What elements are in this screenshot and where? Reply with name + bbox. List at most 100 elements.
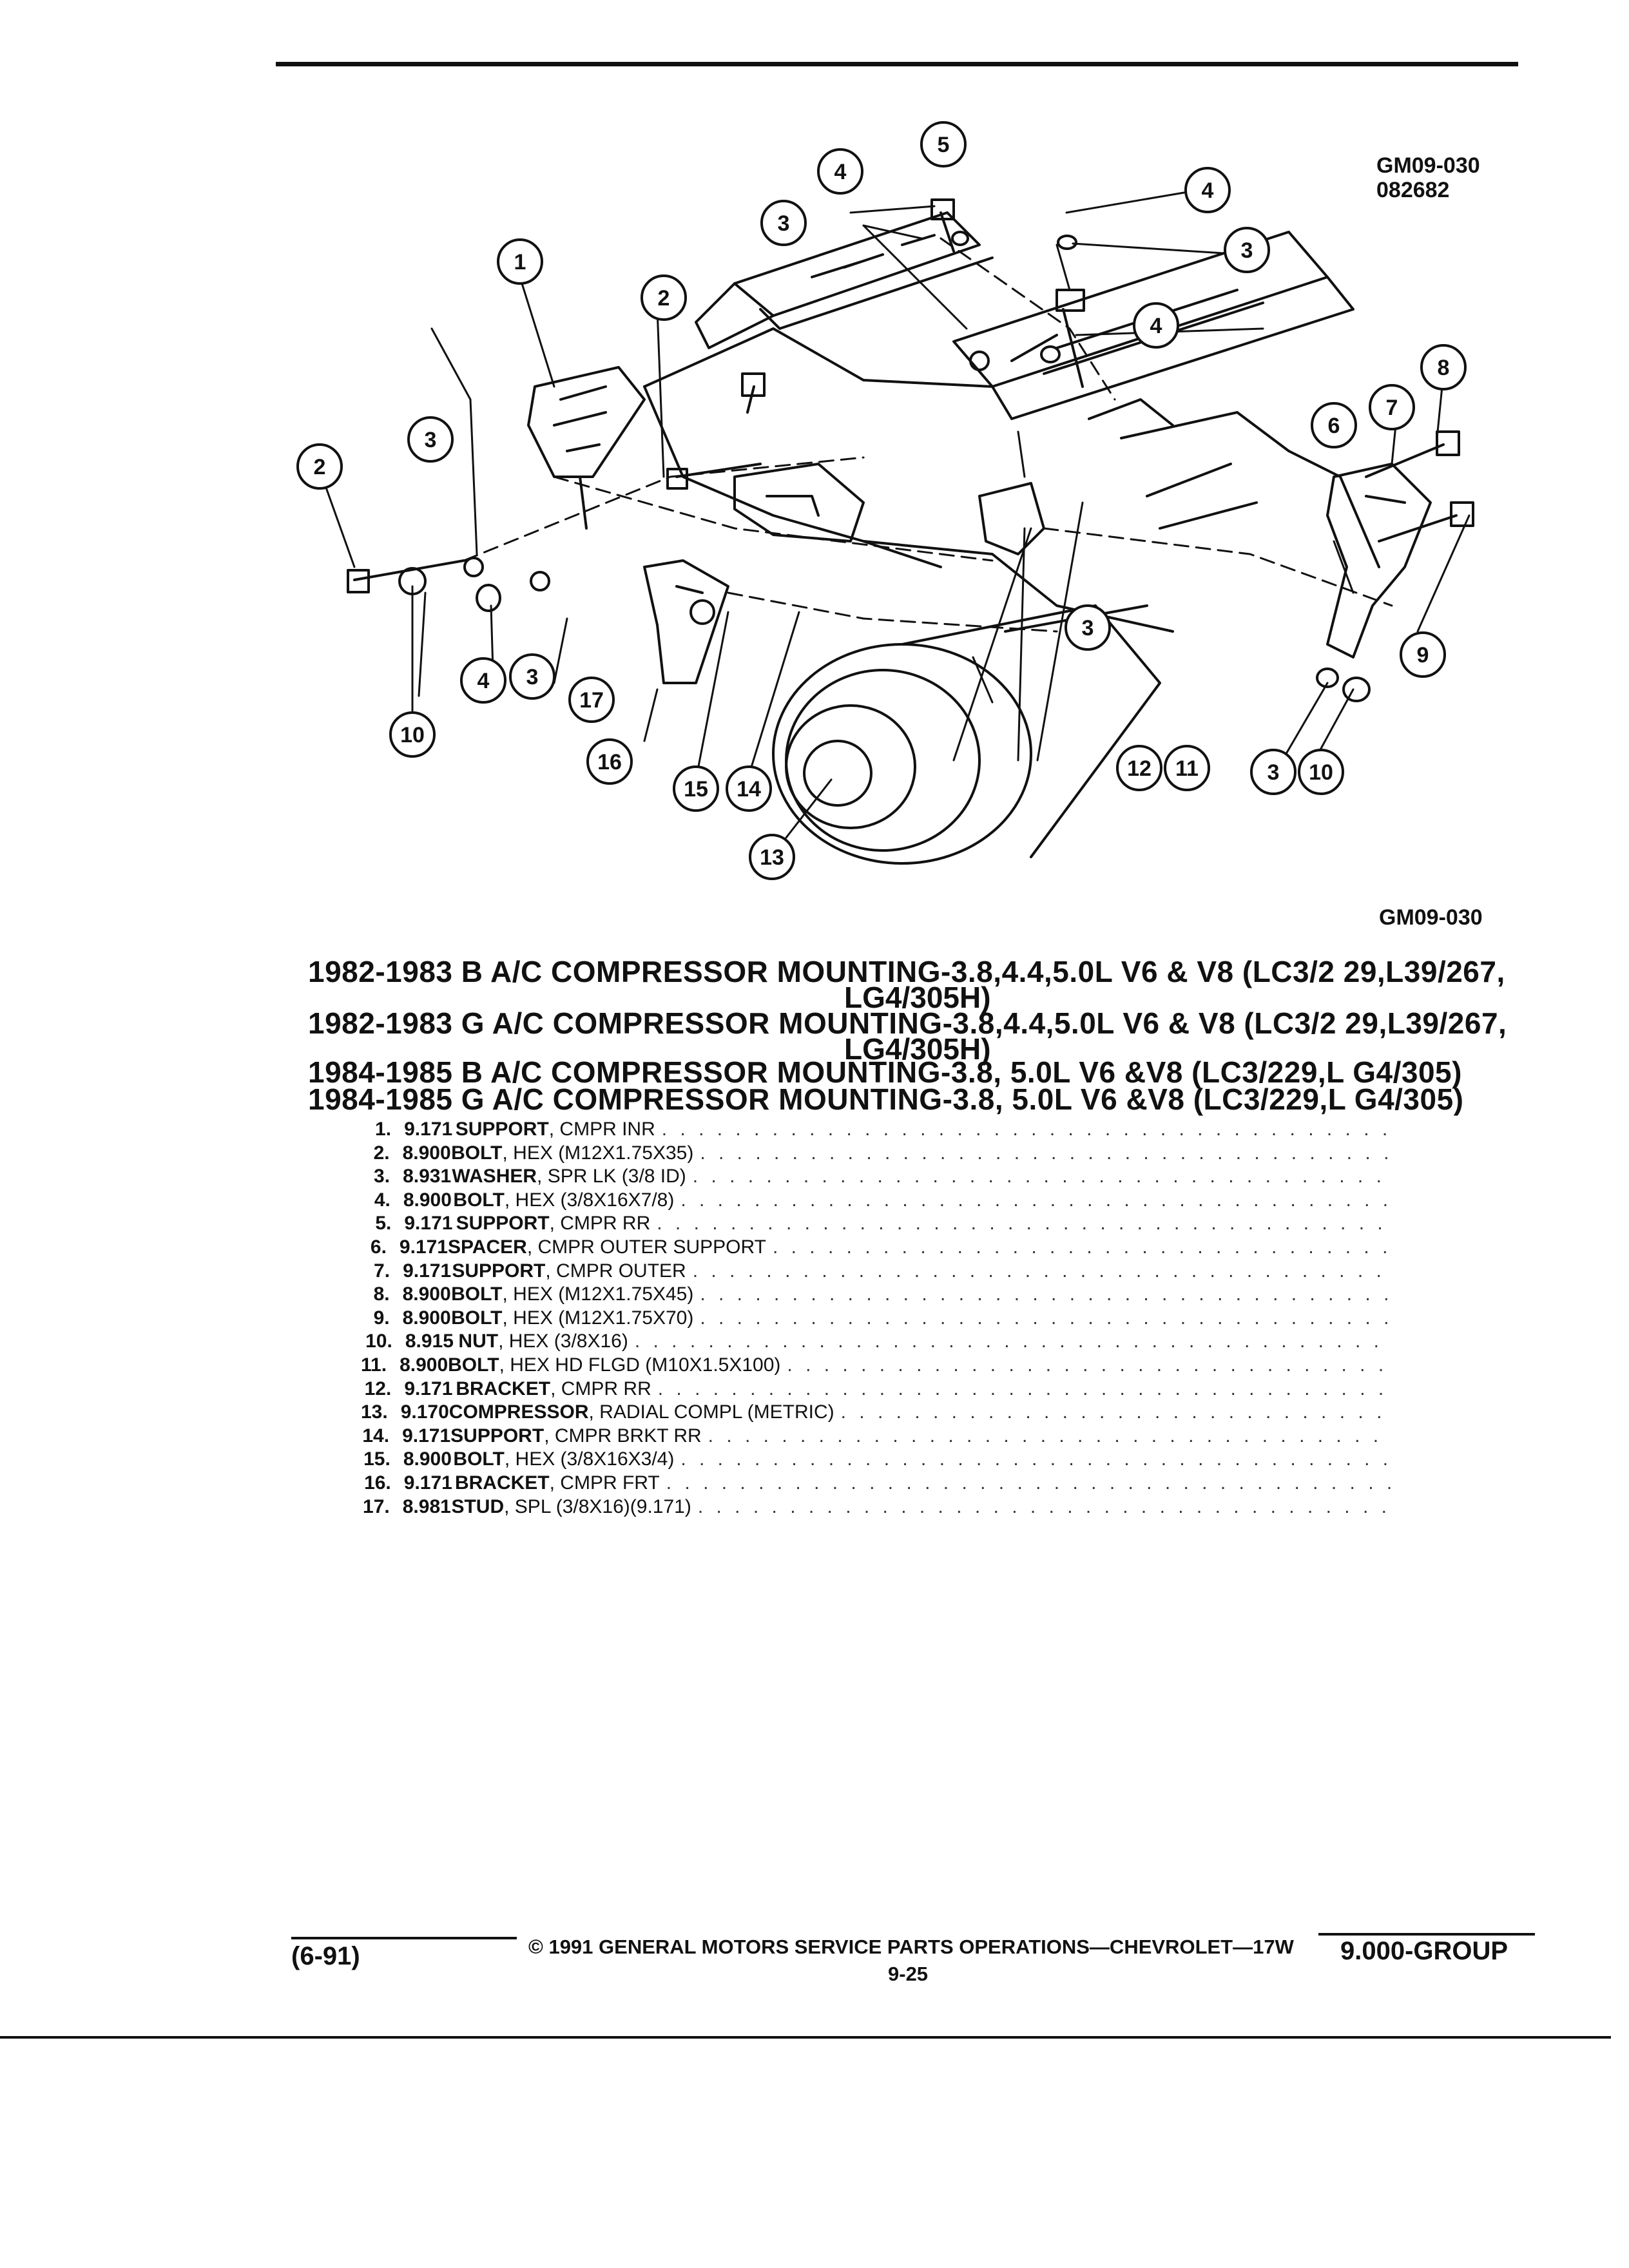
figure-id: GM09-030 xyxy=(1376,153,1480,178)
dot-leader: . . . . . . . . . . . . . . . . . . . . … xyxy=(680,1189,1392,1211)
part-group-code: 8.900 xyxy=(402,1142,451,1164)
part-group-code: 9.171 xyxy=(404,1119,453,1140)
engine-block-outline xyxy=(643,327,1380,633)
outer-support-part xyxy=(1326,463,1432,658)
part-name: SUPPORT xyxy=(450,1425,545,1446)
heading-line: 1982-1983 B A/C COMPRESSOR MOUNTING-3.8,… xyxy=(308,955,1505,988)
part-number: 5. xyxy=(375,1213,392,1235)
dot-leader: . . . . . . . . . . . . . . . . . . . . … xyxy=(657,1213,1392,1235)
part-number: 13. xyxy=(361,1401,388,1423)
part-description: BOLT, HEX HD FLGD (M10X1.5X100) xyxy=(448,1354,780,1376)
part-name: STUD xyxy=(451,1495,505,1517)
part-description: BOLT, HEX (3/8X16X7/8) xyxy=(453,1189,674,1211)
part-group-code: 8.900 xyxy=(403,1448,452,1470)
dot-leader: . . . . . . . . . . . . . . . . . . . . … xyxy=(700,1307,1392,1329)
front-bracket-part xyxy=(643,559,729,684)
callout-3-f xyxy=(1250,749,1296,795)
assembly-alignment-lines xyxy=(463,237,1393,633)
part-number: 12. xyxy=(364,1378,392,1399)
callout-label: 3 xyxy=(778,211,790,236)
figure-id-block: GM09-030 082682 xyxy=(1376,153,1480,202)
callout-4-c xyxy=(1133,302,1179,349)
callout-14 xyxy=(726,765,772,812)
part-group-code: 9.170 xyxy=(400,1401,449,1423)
callout-label: 2 xyxy=(658,286,670,311)
part-qualifier: , CMPR OUTER xyxy=(545,1260,686,1282)
part-name: SPACER xyxy=(448,1236,527,1258)
part-group-code: 9.171 xyxy=(404,1213,453,1235)
part-qualifier: , HEX (M12X1.75X35) xyxy=(502,1142,694,1164)
engine-valve-cover-left xyxy=(695,211,994,349)
part-group-code: 9.171 xyxy=(404,1378,453,1399)
part-number: 1. xyxy=(375,1119,392,1140)
bottom-rule xyxy=(0,2036,1611,2039)
part-number: 9. xyxy=(373,1307,390,1329)
part-number: 6. xyxy=(370,1236,387,1258)
part-description: BOLT, HEX (M12X1.75X70) xyxy=(451,1307,693,1329)
dot-leader: . . . . . . . . . . . . . . . . . . . . … xyxy=(661,1119,1392,1140)
callout-3-e xyxy=(1065,604,1111,651)
part-description: COMPRESSOR, RADIAL COMPL (METRIC) xyxy=(449,1401,834,1423)
dot-leader: . . . . . . . . . . . . . . . . . . . . … xyxy=(680,1448,1392,1470)
dot-leader: . . . . . . . . . . . . . . . . . . . . … xyxy=(700,1142,1392,1164)
part-qualifier: , HEX (3/8X16X7/8) xyxy=(504,1189,675,1211)
callout-13 xyxy=(749,834,795,880)
dot-leader: . . . . . . . . . . . . . . . . . . . . … xyxy=(772,1236,1392,1258)
rear-bracket-part xyxy=(978,482,1045,555)
dot-leader: . . . . . . . . . . . . . . . . . . . . … xyxy=(787,1354,1392,1376)
heading-line: 1984-1985 G A/C COMPRESSOR MOUNTING-3.8,… xyxy=(308,1082,1464,1116)
part-number: 15. xyxy=(363,1448,390,1470)
part-name: BOLT xyxy=(451,1307,503,1329)
dot-leader: . . . . . . . . . . . . . . . . . . . . … xyxy=(666,1472,1392,1494)
part-name: BOLT xyxy=(453,1189,505,1211)
dot-leader: . . . . . . . . . . . . . . . . . . . . … xyxy=(657,1378,1392,1399)
callout-16 xyxy=(586,738,633,785)
callout-10-right xyxy=(1298,749,1344,795)
part-qualifier: , CMPR BRKT RR xyxy=(544,1425,702,1446)
callout-6 xyxy=(1311,402,1357,448)
callout-label: 3 xyxy=(425,428,437,452)
callout-numbers: 1 2 2 3 3 3 3 3 3 4 4 4 4 5 6 7 8 9 10 1… xyxy=(314,133,1450,870)
part-description: SUPPORT, CMPR RR xyxy=(456,1213,651,1235)
callout-label: 9 xyxy=(1417,643,1429,668)
callout-4-a xyxy=(817,148,863,195)
dot-leader: . . . . . . . . . . . . . . . . . . . . … xyxy=(700,1283,1392,1305)
callout-label: 6 xyxy=(1328,414,1340,438)
callout-1 xyxy=(497,238,543,285)
part-name: NUT xyxy=(458,1331,499,1352)
callout-label: 16 xyxy=(597,750,622,774)
callout-15 xyxy=(673,765,719,812)
part-group-code: 9.171 xyxy=(399,1236,448,1258)
callout-4-d xyxy=(460,657,506,704)
callout-circles xyxy=(296,121,1467,880)
part-group-code: 8.931 xyxy=(403,1166,452,1187)
part-number: 17. xyxy=(363,1495,390,1517)
callout-label: 4 xyxy=(1202,178,1214,203)
callout-12 xyxy=(1116,745,1162,791)
dot-leader: . . . . . . . . . . . . . . . . . . . . … xyxy=(708,1425,1392,1446)
part-qualifier: , CMPR INR xyxy=(548,1119,655,1140)
callout-11 xyxy=(1164,745,1210,791)
part-qualifier: , HEX (3/8X16) xyxy=(498,1331,628,1352)
dot-leader: . . . . . . . . . . . . . . . . . . . . … xyxy=(840,1401,1392,1423)
part-qualifier: , CMPR FRT xyxy=(549,1472,660,1494)
callout-label: 8 xyxy=(1438,356,1450,380)
part-qualifier: , HEX HD FLGD (M10X1.5X100) xyxy=(499,1354,781,1376)
part-group-code: 8.900 xyxy=(402,1283,451,1305)
callout-9 xyxy=(1400,631,1446,678)
part-name: BRACKET xyxy=(456,1378,551,1399)
part-number: 2. xyxy=(373,1142,390,1164)
inner-support-part xyxy=(527,366,646,530)
part-number: 16. xyxy=(364,1472,391,1494)
part-qualifier: , HEX (3/8X16X3/4) xyxy=(504,1448,675,1470)
footer-revision-date: (6-91) xyxy=(291,1942,360,1970)
part-number: 14. xyxy=(362,1425,390,1446)
